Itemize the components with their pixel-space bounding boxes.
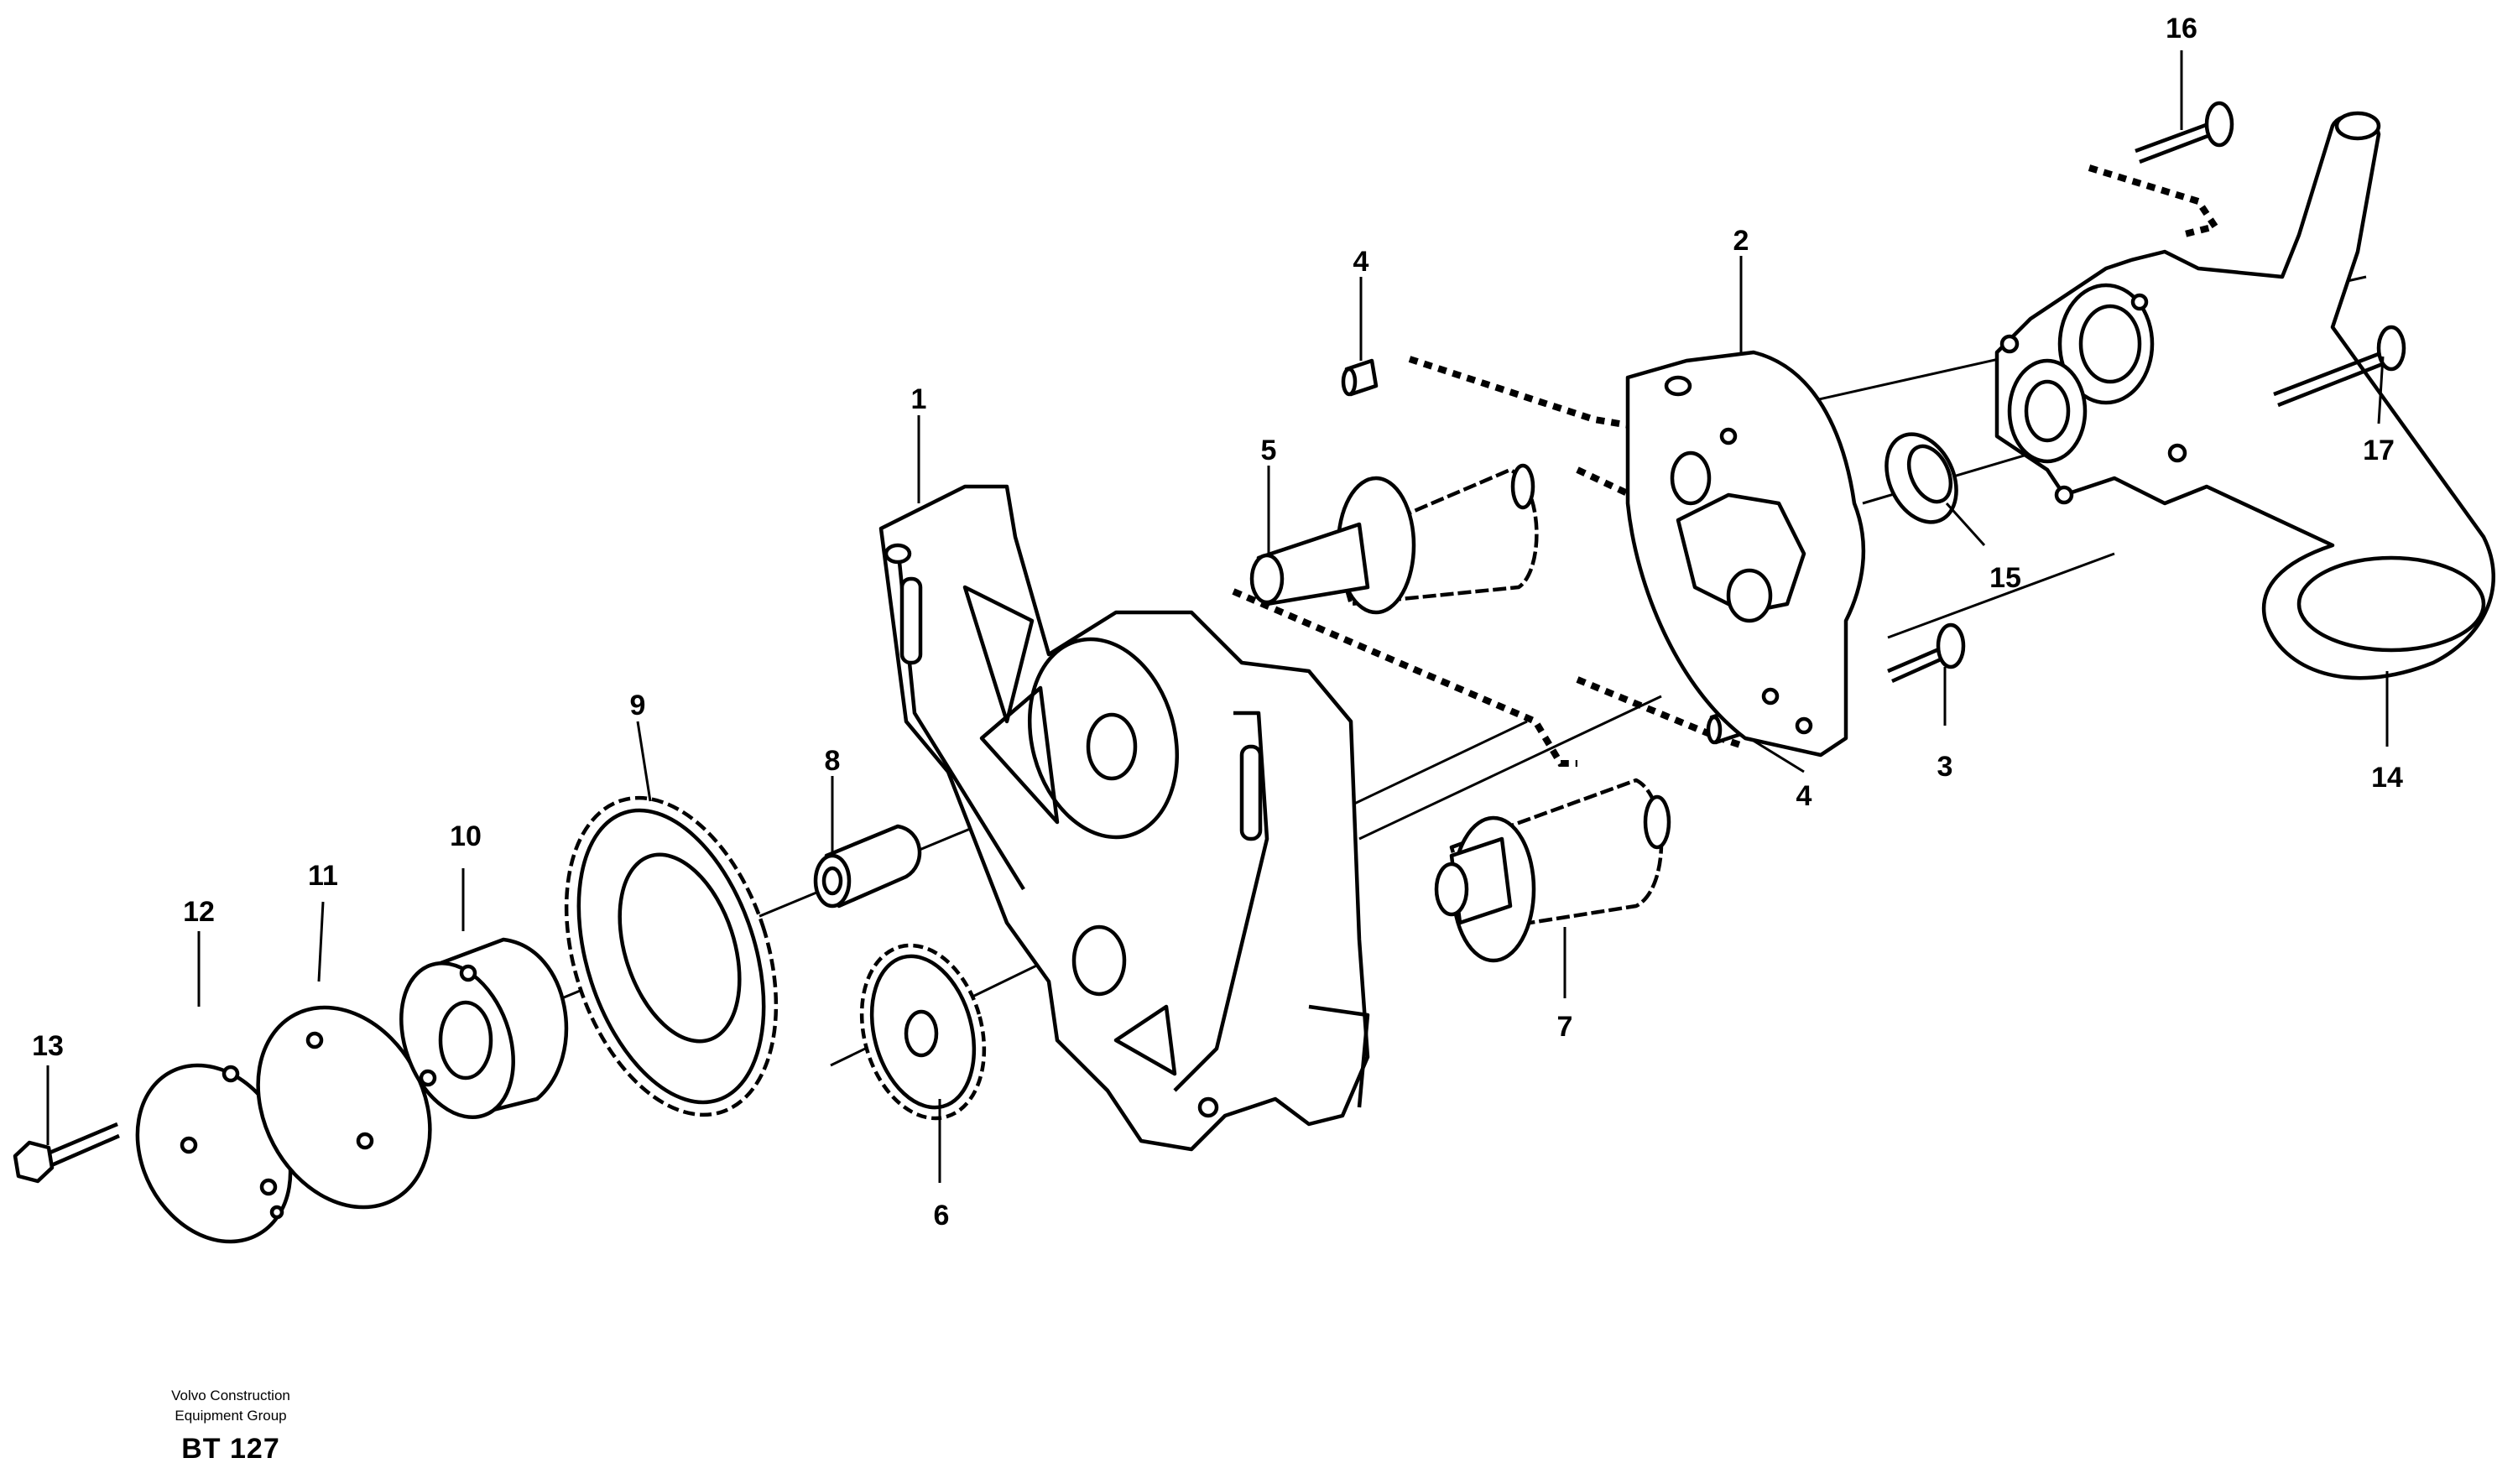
callout-9: 9 <box>630 690 646 721</box>
callout-5: 5 <box>1261 435 1277 466</box>
callout-12: 12 <box>183 896 215 928</box>
bolt-3 <box>1887 622 1966 684</box>
gear-shaft-5 <box>1249 463 1539 615</box>
callout-4-top: 4 <box>1353 246 1369 278</box>
seal-15 <box>1884 432 1958 524</box>
gear-9 <box>564 795 779 1117</box>
bolt-13 <box>13 1122 120 1184</box>
strainer-14 <box>1994 111 2496 680</box>
footer-company-line2: Equipment Group <box>175 1408 287 1424</box>
callout-14: 14 <box>2371 762 2403 794</box>
cover-plate-2 <box>1625 350 1866 758</box>
callout-1: 1 <box>911 383 927 415</box>
callout-10: 10 <box>450 820 482 852</box>
pump-housing-1 <box>878 484 1370 1152</box>
gear-shaft-7 <box>1434 778 1671 963</box>
callout-16: 16 <box>2166 13 2197 44</box>
plate-11 <box>256 1005 432 1210</box>
callout-8: 8 <box>825 745 841 777</box>
hub-10 <box>399 937 569 1120</box>
callout-4-bottom: 4 <box>1796 780 1812 812</box>
callout-6: 6 <box>934 1200 950 1231</box>
callout-11: 11 <box>308 860 338 892</box>
callout-2: 2 <box>1733 225 1749 257</box>
disc-12 <box>135 1063 293 1244</box>
callout-3: 3 <box>1937 751 1953 783</box>
callout-17: 17 <box>2363 435 2395 466</box>
footer-company-line1: Volvo Construction <box>171 1388 290 1403</box>
footer-company: Volvo Construction Equipment Group <box>117 1386 344 1426</box>
callout-leaders <box>46 50 2389 1183</box>
callout-labels: 1 2 3 4 4 5 6 7 8 9 10 11 12 13 14 15 16… <box>32 13 2403 1231</box>
gear-6 <box>859 943 987 1121</box>
dowel-pin-4-top <box>1341 358 1379 397</box>
bolt-17 <box>2273 325 2406 408</box>
bolt-16 <box>2135 101 2234 164</box>
callout-7: 7 <box>1557 1011 1573 1043</box>
figure-code: BT 127 <box>181 1433 280 1465</box>
callout-15: 15 <box>1989 562 2021 594</box>
callout-13: 13 <box>32 1030 64 1062</box>
